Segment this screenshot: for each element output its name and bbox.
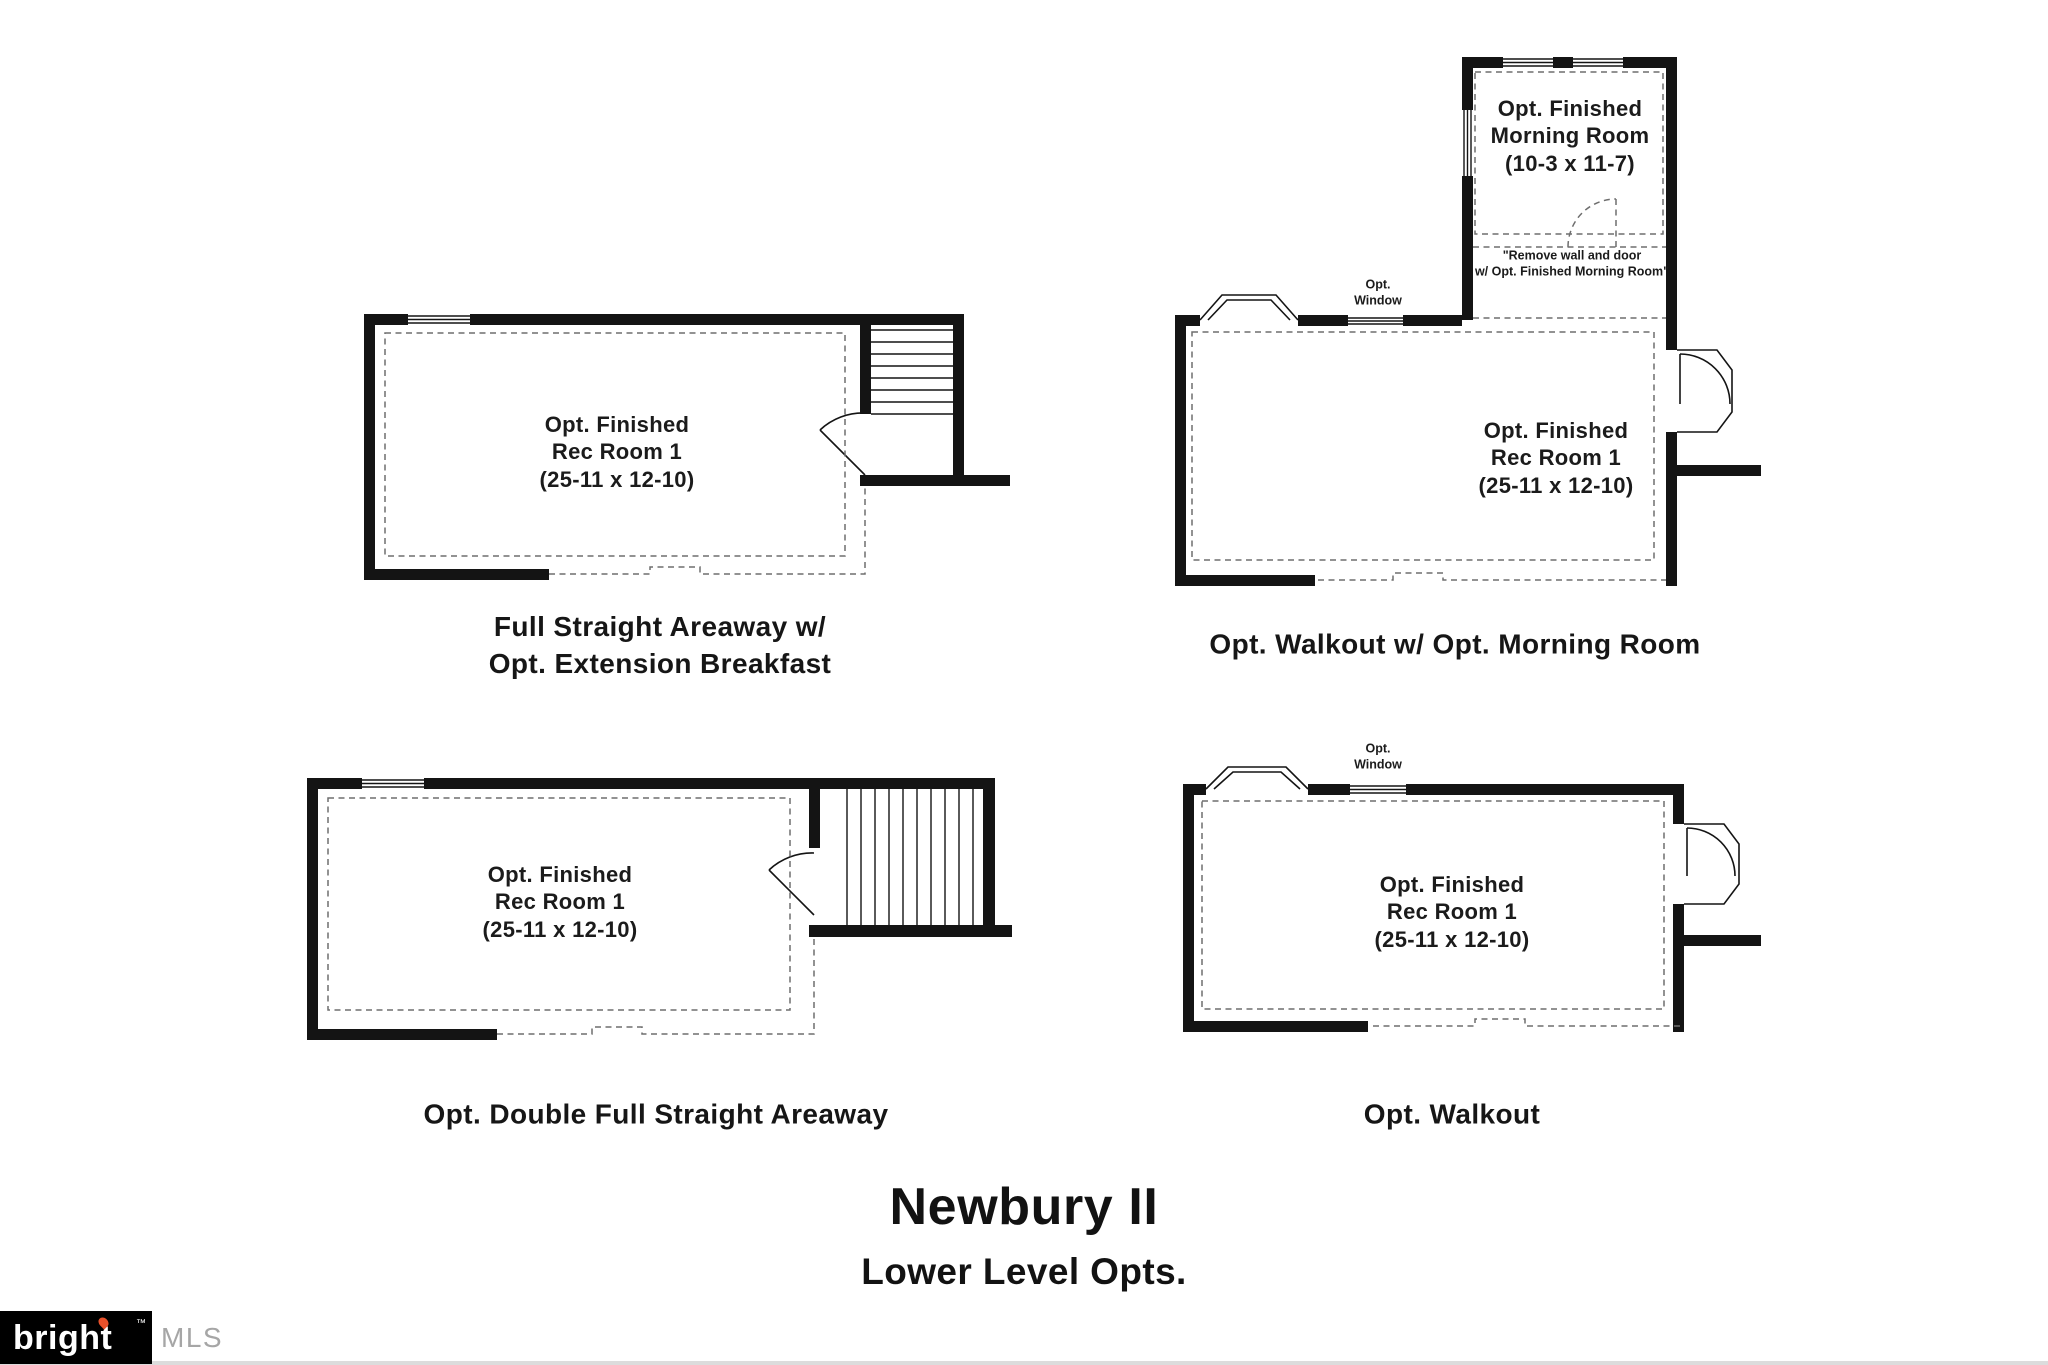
floorplan-walkout-morning-room	[1175, 55, 1761, 586]
window-symbol	[408, 312, 470, 327]
floorplan-walkout	[1183, 766, 1761, 1032]
morning-room-label: Opt. Finished Morning Room (10-3 x 11-7)	[1490, 96, 1650, 176]
rec-room-label-plan1: Opt. Finished Rec Room 1 (25-11 x 12-10)	[539, 412, 695, 492]
stairs	[846, 789, 974, 925]
dashed-outline	[384, 332, 866, 575]
sheet-title: Newbury II	[889, 1178, 1159, 1236]
walls	[1175, 57, 1761, 586]
stairs	[871, 329, 953, 415]
bay-window-icon	[1199, 294, 1299, 321]
bright-logo-text: bright	[13, 1318, 113, 1357]
mls-logo-text: MLS	[161, 1321, 224, 1353]
door-swing-icon	[768, 852, 815, 916]
walkout-door-icon	[1684, 823, 1740, 905]
walls	[1183, 784, 1761, 1032]
dashed-outline	[327, 797, 815, 1035]
walkout-door-icon	[1677, 349, 1733, 433]
trademark-symbol: ™	[136, 1318, 146, 1329]
sheet-subtitle: Lower Level Opts.	[861, 1251, 1187, 1292]
dashed-outline	[1191, 71, 1666, 581]
door-swing-icon	[819, 412, 866, 476]
caption-walkout-morning-room: Opt. Walkout w/ Opt. Morning Room	[1209, 628, 1701, 660]
caption-double-full-straight-areaway: Opt. Double Full Straight Areaway	[423, 1098, 889, 1130]
remove-wall-note: "Remove wall and door w/ Opt. Finished M…	[1474, 248, 1670, 278]
floorplan-full-straight-areaway	[364, 312, 1010, 580]
rec-room-label-plan3: Opt. Finished Rec Room 1 (25-11 x 12-10)	[482, 862, 638, 942]
dashed-outline	[1201, 800, 1684, 1027]
window-symbol	[1350, 782, 1406, 797]
caption-walkout: Opt. Walkout	[1363, 1098, 1541, 1130]
removed-wall-door-icon	[1473, 198, 1666, 248]
caption-full-straight-areaway: Full Straight Areaway w/ Opt. Extension …	[488, 611, 832, 679]
opt-window-label-plan4: Opt. Window	[1354, 741, 1402, 771]
window-symbol	[362, 776, 424, 791]
walls	[307, 778, 1012, 1040]
opt-window-label-plan2: Opt. Window	[1354, 277, 1402, 307]
rec-room-label-plan4: Opt. Finished Rec Room 1 (25-11 x 12-10)	[1374, 872, 1530, 952]
bright-mls-logo: bright ™ MLS	[0, 1311, 223, 1364]
floorplan-double-full-straight-areaway	[307, 776, 1012, 1040]
walls	[364, 314, 1010, 580]
bottom-border-strip	[0, 1361, 2048, 1365]
window-symbol	[1348, 55, 1623, 328]
bright-logo-box: bright ™	[0, 1311, 152, 1364]
bay-window-icon	[1205, 766, 1309, 790]
rec-room-label-plan2: Opt. Finished Rec Room 1 (25-11 x 12-10)	[1478, 418, 1634, 498]
